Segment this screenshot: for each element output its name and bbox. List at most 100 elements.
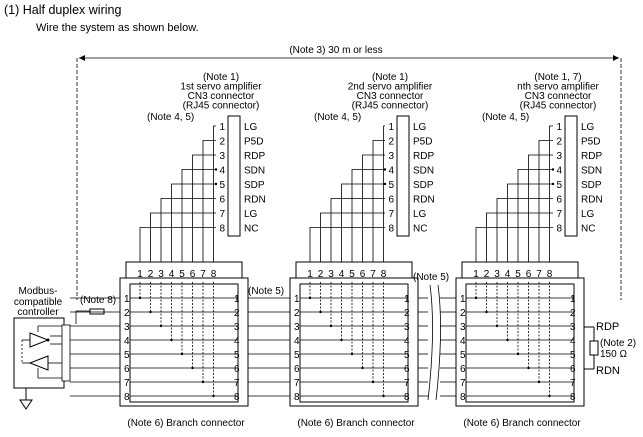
pin-number: 7 xyxy=(388,209,394,220)
branch-top-pin: 2 xyxy=(318,269,324,280)
branch-left-pin: 2 xyxy=(294,308,300,319)
pin-number: 5 xyxy=(219,180,225,191)
cable-wire xyxy=(160,198,216,268)
modbus-controller: Modbus- compatible controller xyxy=(13,286,71,410)
pin-signal: LG xyxy=(413,122,427,133)
branch-top-pin: 7 xyxy=(536,269,542,280)
branch-left-pin: 7 xyxy=(294,378,300,389)
cable-wire xyxy=(351,169,385,268)
break-mark-icon xyxy=(427,284,441,401)
branch-left-pin: 7 xyxy=(460,378,466,389)
pin-signal: LG xyxy=(244,122,258,133)
controller-box xyxy=(13,317,65,389)
amplifier-label-2: 2nd servo amplifier xyxy=(348,82,433,93)
branch-right-pin: 7 xyxy=(234,378,240,389)
branch-top-pin: 6 xyxy=(360,269,366,280)
pin-number: 4 xyxy=(556,166,562,177)
pin-signal: RDN xyxy=(244,195,266,206)
amplifier-label-3: CN3 connector xyxy=(525,91,592,102)
pin-signal: RDN xyxy=(581,195,603,206)
pin-signal: SDN xyxy=(413,166,434,177)
pin-signal: SDP xyxy=(581,180,602,191)
arrow-left-icon xyxy=(79,55,85,61)
pin-number: 3 xyxy=(556,151,562,162)
branch-right-pin: 7 xyxy=(404,378,410,389)
cable-wire xyxy=(528,154,553,268)
pin-signal: SDP xyxy=(413,180,434,191)
note8-resistor-icon xyxy=(89,308,105,315)
pin-signal: LG xyxy=(244,209,258,220)
branch-left-pin: 6 xyxy=(460,364,466,375)
pin-number: 5 xyxy=(556,180,562,191)
branch-left-pin: 8 xyxy=(124,392,130,403)
branch-left-pin: 6 xyxy=(124,364,130,375)
branch-top-pin: 5 xyxy=(179,269,185,280)
pin-number: 8 xyxy=(219,224,225,235)
branch-right-pin: 7 xyxy=(570,378,576,389)
pin-number: 8 xyxy=(556,224,562,235)
cable-wire xyxy=(320,212,385,268)
branch-left-pin: 3 xyxy=(460,322,466,333)
branch-label: (Note 6) Branch connector xyxy=(127,418,245,429)
branch-left-pin: 3 xyxy=(124,322,130,333)
branch-top-pin: 1 xyxy=(137,269,143,280)
cable-wire xyxy=(486,212,553,268)
pin-number: 7 xyxy=(219,209,225,220)
arrow-right-icon xyxy=(613,55,619,61)
distance-dimension: (Note 3) 30 m or less xyxy=(76,44,622,300)
pin-number: 8 xyxy=(388,224,394,235)
cable-wire xyxy=(181,169,216,268)
pin-number: 1 xyxy=(388,122,394,133)
cn3-connector xyxy=(564,115,578,237)
cn3-connector xyxy=(227,115,241,237)
branch-left-pin: 8 xyxy=(460,392,466,403)
note8-label: (Note 8) xyxy=(80,295,116,306)
branch-left-pin: 5 xyxy=(294,350,300,361)
branch-left-pin: 1 xyxy=(294,294,300,305)
cable-wire xyxy=(475,227,553,268)
amplifier-label-3: nth servo amplifier xyxy=(517,82,599,93)
pin-number: 2 xyxy=(388,137,394,148)
pin-number: 2 xyxy=(219,137,225,148)
cable-wire xyxy=(139,227,216,268)
branch-top-pin: 7 xyxy=(370,269,376,280)
branch-left-pin: 1 xyxy=(460,294,466,305)
pin-number: 6 xyxy=(219,195,225,206)
amplifier-label-3: (RJ45 connector) xyxy=(520,101,597,112)
cable-wire xyxy=(150,212,216,268)
cable-wire xyxy=(517,169,553,268)
branch-right-pin: 1 xyxy=(234,294,240,305)
branch-right-pin: 2 xyxy=(404,308,410,319)
terminator-value: 150 Ω xyxy=(600,349,627,360)
branch-left-pin: 5 xyxy=(124,350,130,361)
section-heading: (1) Half duplex wiring xyxy=(4,3,121,17)
branch-top-pin: 2 xyxy=(148,269,154,280)
cable-wire xyxy=(383,125,385,268)
branch-left-pin: 4 xyxy=(294,336,300,347)
pin-number: 4 xyxy=(388,166,394,177)
note5-label-2: (Note 5) xyxy=(413,272,449,283)
branch-top-pin: 3 xyxy=(328,269,334,280)
pin-number: 7 xyxy=(556,209,562,220)
amplifier-label-1: (Note 1) xyxy=(203,72,239,83)
cable-wire xyxy=(309,227,385,268)
branch-right-pin: 3 xyxy=(570,322,576,333)
branch-top-pin: 5 xyxy=(349,269,355,280)
branch-top-pin: 1 xyxy=(473,269,479,280)
branch-top-pin: 6 xyxy=(190,269,196,280)
branch-right-pin: 2 xyxy=(234,308,240,319)
pin-signal: RDP xyxy=(244,151,265,162)
branch-left-pin: 1 xyxy=(124,294,130,305)
branch-left-pin: 4 xyxy=(460,336,466,347)
branch-top-pin: 2 xyxy=(484,269,490,280)
cable-note: (Note 4, 5) xyxy=(314,112,361,123)
note5-label: (Note 5) xyxy=(248,286,284,297)
section-subheading: Wire the system as shown below. xyxy=(36,22,199,34)
branch-right-pin: 6 xyxy=(234,364,240,375)
pin-number: 5 xyxy=(388,180,394,191)
cable-wire xyxy=(362,154,385,268)
branch-right-pin: 5 xyxy=(570,350,576,361)
branch-left-pin: 7 xyxy=(124,378,130,389)
cable-wire xyxy=(372,140,385,268)
